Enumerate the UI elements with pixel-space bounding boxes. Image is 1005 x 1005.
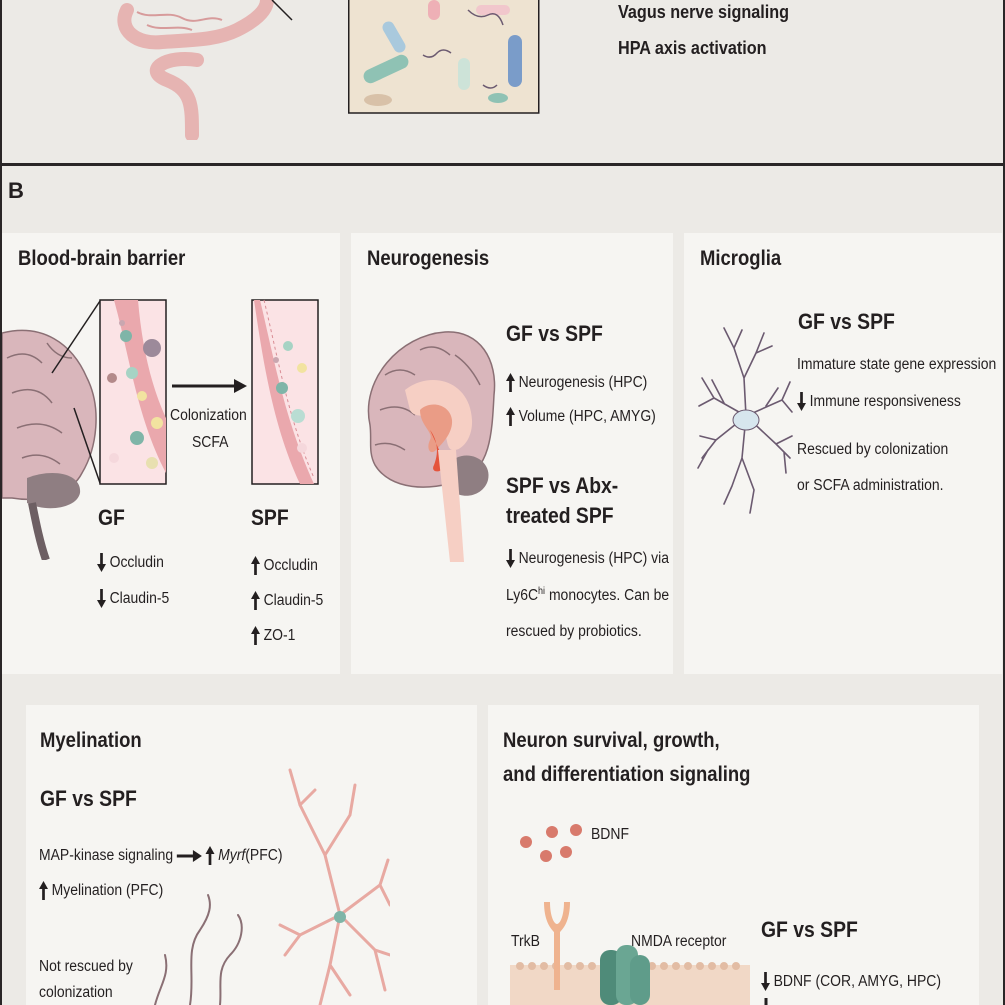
microglia-rescue-1: Rescued by colonization	[797, 441, 949, 458]
neuron-h1: GF vs SPF	[761, 917, 858, 942]
myelination-line-2-text: Myelination (PFC)	[51, 881, 164, 899]
neuro-item-text: Neurogenesis (HPC)	[518, 373, 648, 391]
bbb-spf-item-3: ZO-1	[251, 626, 295, 645]
up-arrow-icon	[251, 626, 260, 645]
up-arrow-icon	[506, 407, 515, 426]
neuro-h2-line-2: treated SPF	[506, 503, 614, 528]
neuron-title-2: and differentiation signaling	[503, 763, 751, 786]
myelination-line-2: Myelination (PFC)	[39, 881, 163, 900]
gut-illustration	[117, 0, 274, 140]
myelination-not-1: Not rescued by	[39, 958, 133, 975]
trkb-label: TrkB	[511, 933, 540, 950]
frame-right	[1003, 165, 1005, 1005]
neuro-item-3-line-2: Ly6Chi monocytes. Can be	[506, 586, 669, 606]
neurogenesis-title: Neurogenesis	[367, 247, 490, 270]
neuro-item-3-text: Neurogenesis (HPC) via	[518, 549, 670, 567]
down-arrow-icon	[797, 392, 806, 411]
microbiome-inset	[348, 0, 540, 114]
down-arrow-icon-partial	[764, 998, 768, 1005]
neuro-item-3: Neurogenesis (HPC) via	[506, 549, 669, 568]
map-kinase-text: MAP-kinase signaling	[39, 846, 174, 864]
myelination-panel	[26, 705, 477, 1005]
down-arrow-icon	[761, 972, 770, 991]
neuro-h2-line-1: SPF vs Abx-	[506, 473, 619, 498]
bbb-spf-label: SPF	[251, 505, 289, 530]
bbb-illustration	[2, 299, 319, 560]
neuron-title-1: Neuron survival, growth,	[503, 729, 720, 752]
brain-hippocampus-illustration	[367, 331, 496, 562]
bbb-spf-item-1: Occludin	[251, 556, 318, 575]
bbb-gf-item-2: Claudin-5	[97, 589, 169, 608]
bbb-spf-item-text: Occludin	[263, 556, 318, 574]
down-arrow-icon	[97, 553, 106, 572]
down-arrow-icon	[506, 549, 515, 568]
microglia-line-1: Immature state gene expression	[797, 356, 997, 373]
panel-b-label: B	[8, 178, 24, 203]
microglia-h1: GF vs SPF	[798, 309, 895, 334]
microglia-item: Immune responsiveness	[797, 392, 961, 411]
zoom-lines	[271, 0, 293, 21]
myelination-h1: GF vs SPF	[40, 786, 137, 811]
bbb-gf-item-text: Claudin-5	[109, 589, 170, 607]
down-arrow-icon	[97, 589, 106, 608]
panel-a-line-2: HPA axis activation	[618, 38, 767, 58]
up-arrow-icon	[205, 846, 215, 865]
right-arrow-icon	[176, 849, 202, 862]
ly6c-post: monocytes. Can be	[545, 587, 670, 605]
panel-a-line-1: Vagus nerve signaling	[618, 2, 790, 22]
microglia-icon	[697, 327, 793, 514]
synapse-illustration	[510, 824, 750, 1005]
myrf-region: (PFC)	[245, 846, 283, 864]
microglia-item-text: Immune responsiveness	[809, 392, 961, 410]
neuron-item-1-text: BDNF (COR, AMYG, HPC)	[773, 972, 942, 990]
bbb-arrow-label-1: Colonization	[170, 407, 247, 424]
frame-left	[0, 165, 2, 1005]
neuro-item-text: Volume (HPC, AMYG)	[518, 407, 656, 425]
myrf-gene: Myrf	[218, 846, 246, 864]
bbb-spf-item-text: ZO-1	[263, 626, 296, 644]
neuro-item-2: Volume (HPC, AMYG)	[506, 407, 656, 426]
bbb-gf-item-text: Occludin	[109, 553, 164, 571]
ly6c-sup: hi	[538, 586, 546, 597]
up-arrow-icon	[39, 881, 48, 900]
neuro-h1: GF vs SPF	[506, 321, 603, 346]
bbb-gf-label: GF	[98, 505, 125, 530]
neuro-item-1: Neurogenesis (HPC)	[506, 373, 647, 392]
bbb-spf-item-text: Claudin-5	[263, 591, 324, 609]
bbb-gf-item-1: Occludin	[97, 553, 164, 572]
up-arrow-icon	[506, 373, 515, 392]
up-arrow-icon	[251, 556, 260, 575]
up-arrow-icon	[251, 591, 260, 610]
bbb-title: Blood-brain barrier	[18, 247, 186, 270]
ly6c-text: Ly6C	[506, 587, 539, 605]
myelination-title: Myelination	[40, 729, 142, 752]
microglia-rescue-2: or SCFA administration.	[797, 477, 944, 494]
microglia-panel	[684, 233, 1002, 674]
neuron-item-1: BDNF (COR, AMYG, HPC)	[761, 972, 941, 991]
neuro-item-3-line-3: rescued by probiotics.	[506, 623, 642, 640]
bbb-spf-item-2: Claudin-5	[251, 591, 323, 610]
nmda-label: NMDA receptor	[631, 933, 727, 950]
bdnf-label: BDNF	[591, 826, 629, 843]
panel-a: Vagus nerve signaling HPA axis activatio…	[0, 0, 1005, 165]
microglia-title: Microglia	[700, 247, 782, 270]
panel-divider	[0, 163, 1005, 166]
myelination-line-1: MAP-kinase signaling Myrf (PFC)	[39, 846, 282, 865]
bbb-arrow-label-2: SCFA	[192, 434, 229, 451]
myelination-not-2: colonization	[39, 984, 113, 1001]
oligodendrocyte-illustration	[154, 768, 390, 1005]
